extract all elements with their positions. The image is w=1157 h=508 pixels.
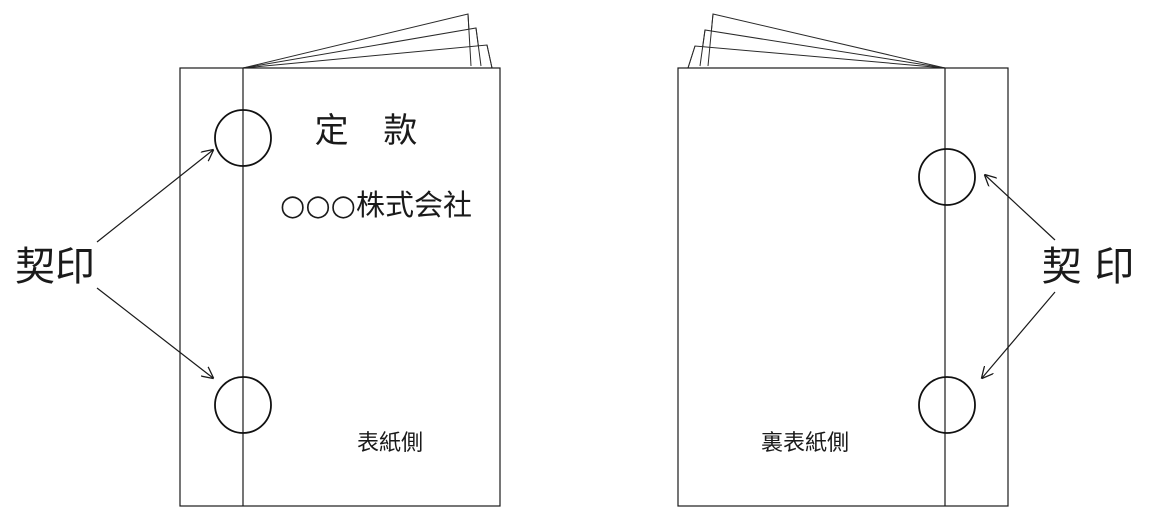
front-title: 定 款 [315, 111, 430, 151]
arrow-right-to-top-seal [985, 175, 1056, 241]
back-cover [677, 67, 1009, 507]
arrow-left-to-top-seal [96, 150, 213, 243]
back-fanned-pages [687, 13, 946, 69]
front-fanned-pages [242, 13, 493, 69]
front-side-label: 表紙側 [357, 431, 423, 456]
right-seal-annotation: 契 印 [982, 175, 1134, 378]
front-cover [179, 67, 501, 507]
back-side-label: 裏表紙側 [761, 431, 849, 456]
front-cover-booklet: 定 款 ○○○株式会社 表紙側 [179, 13, 501, 507]
left-seal-annotation: 契印 [15, 150, 213, 378]
back-seal-bottom [918, 376, 976, 434]
back-cover-booklet: 裏表紙側 [677, 13, 1009, 507]
front-company-name: ○○○株式会社 [280, 188, 472, 222]
seal-label-left: 契印 [15, 244, 95, 290]
arrow-right-to-bottom-seal [982, 291, 1056, 378]
seal-label-right: 契 印 [1042, 244, 1135, 290]
front-seal-bottom [214, 376, 272, 434]
back-seal-top [918, 148, 976, 206]
arrow-left-to-bottom-seal [96, 287, 213, 378]
front-seal-top [214, 109, 272, 167]
